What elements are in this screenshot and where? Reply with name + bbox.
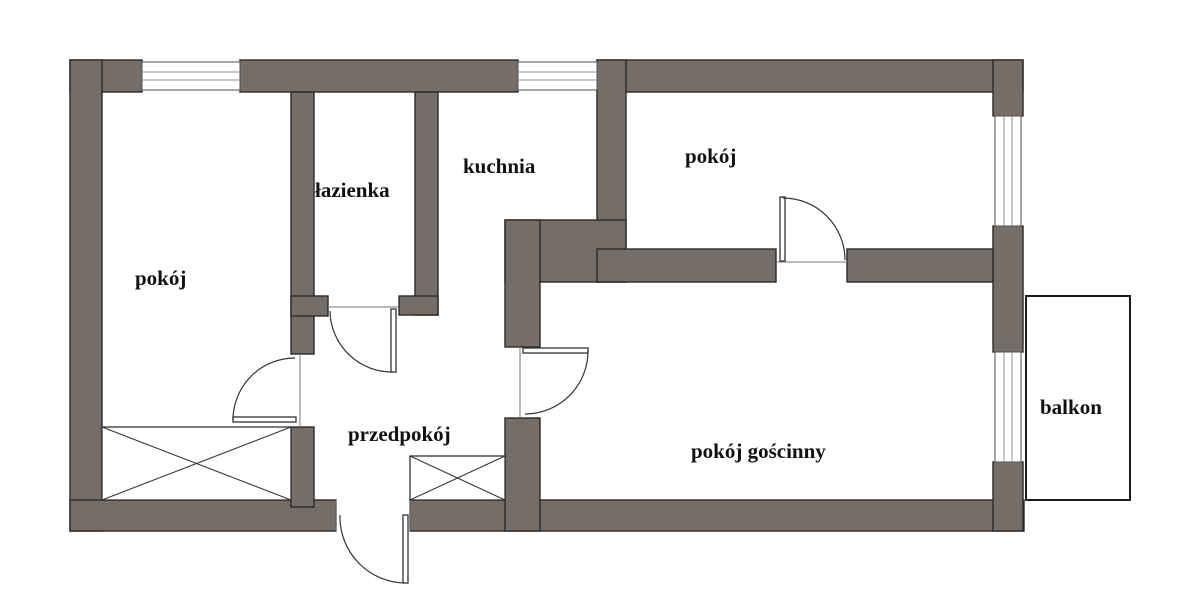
- room-labels: pokój łazienka kuchnia pokój przedpokój …: [135, 144, 1102, 463]
- balcony-outline: [1025, 295, 1131, 501]
- wall-bathroom-partition-stub: [398, 295, 439, 316]
- wall-top-right: [596, 59, 1024, 93]
- wall-left-room-partition: [290, 91, 315, 355]
- window-right-lower: [994, 351, 1022, 463]
- wall-bathroom-partition: [414, 91, 439, 316]
- entrance-door: [335, 500, 411, 584]
- upper-room-door: [776, 196, 847, 263]
- wardrobe-hallway: [409, 455, 506, 501]
- wall-upper-room-bottom-right: [846, 248, 994, 283]
- walls: [69, 59, 1025, 532]
- wall-left: [69, 59, 103, 532]
- windows: [141, 61, 1022, 463]
- doors: [232, 196, 847, 584]
- label-living-room: pokój gościnny: [691, 439, 826, 463]
- label-balcony: balkon: [1040, 395, 1102, 419]
- wall-kitchen-block-lower: [504, 219, 541, 348]
- label-kitchen: kuchnia: [463, 154, 536, 178]
- left-room-door: [232, 354, 301, 427]
- wall-right-bottom: [992, 461, 1024, 532]
- wall-left-room-partition-stub: [290, 295, 329, 317]
- wall-right-top: [992, 59, 1024, 117]
- wall-bottom-right: [409, 499, 1025, 532]
- wall-living-room-left: [504, 417, 541, 532]
- label-upper-right-room: pokój: [685, 144, 736, 168]
- bathroom-door: [328, 306, 399, 373]
- window-right-upper: [994, 115, 1022, 227]
- wall-left-room-lower: [290, 426, 315, 508]
- wardrobe-left-room: [101, 426, 292, 501]
- window-top-left: [141, 61, 241, 91]
- label-bathroom: łazienka: [315, 178, 390, 202]
- living-room-door: [519, 347, 589, 418]
- window-top-kitchen: [517, 61, 598, 91]
- label-hallway: przedpokój: [348, 422, 451, 446]
- wall-right-middle: [992, 225, 1024, 353]
- label-left-room: pokój: [135, 266, 186, 290]
- cabinets: [101, 426, 506, 501]
- wall-upper-room-bottom-left: [596, 248, 777, 283]
- wall-top-middle: [239, 59, 519, 93]
